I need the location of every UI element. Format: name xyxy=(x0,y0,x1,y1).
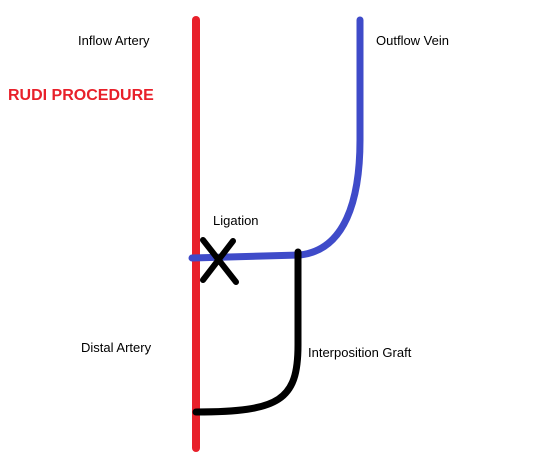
diagram-title: RUDI PROCEDURE xyxy=(8,87,154,104)
distal-artery-label: Distal Artery xyxy=(81,340,152,355)
interposition-graft-label: Interposition Graft xyxy=(308,345,412,360)
ligation-label: Ligation xyxy=(213,213,259,228)
ligation-x-mark xyxy=(200,237,239,285)
inflow-artery-label: Inflow Artery xyxy=(78,33,150,48)
interposition-graft-vessel xyxy=(192,248,302,416)
outflow-vein-vessel xyxy=(188,16,364,262)
outflow-vein-label: Outflow Vein xyxy=(376,33,449,48)
